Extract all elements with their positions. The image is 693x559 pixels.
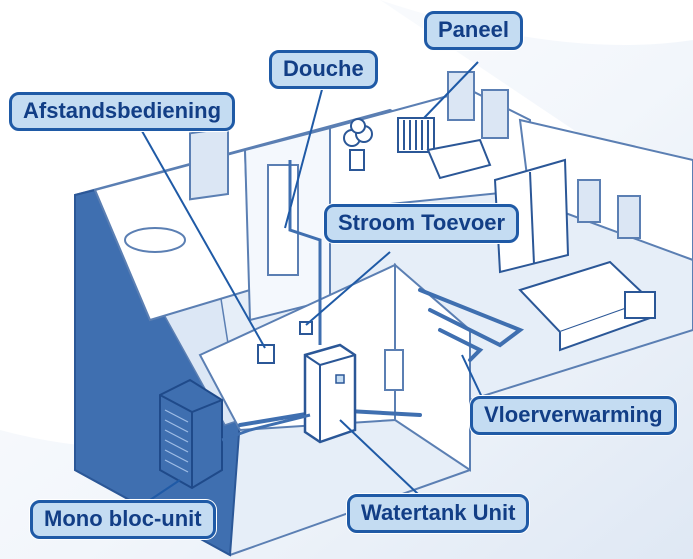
pointer-douche xyxy=(284,81,325,229)
bedroom-window-2 xyxy=(617,195,641,239)
power-supply-outlet xyxy=(299,321,313,335)
label-afstandsbediening: Afstandsbediening xyxy=(9,92,236,131)
pointer-afstandsbediening xyxy=(137,123,266,349)
label-watertank-unit: Watertank Unit xyxy=(347,494,530,533)
mono-bloc-outdoor-unit xyxy=(159,378,223,490)
living-room-window-2 xyxy=(481,89,509,139)
label-douche: Douche xyxy=(269,50,378,89)
outdoor-unit-pipe xyxy=(221,413,311,442)
living-room-sofa xyxy=(426,138,492,180)
potted-plant xyxy=(343,118,373,171)
pointer-paneel xyxy=(423,61,479,119)
pointer-mono-bloc-unit xyxy=(149,479,181,501)
remote-control-unit xyxy=(257,344,275,364)
bathroom-window xyxy=(189,126,229,201)
utility-cabinet xyxy=(384,349,404,391)
water-tank-unit xyxy=(303,343,357,444)
label-stroom-toevoer: Stroom Toevoer xyxy=(324,204,520,243)
radiator-panel xyxy=(397,117,435,153)
nightstand xyxy=(624,291,656,319)
label-mono-bloc-unit: Mono bloc-unit xyxy=(30,500,216,539)
label-paneel: Paneel xyxy=(424,11,523,50)
bedroom-window-1 xyxy=(577,179,601,223)
shower-door xyxy=(267,164,299,276)
pointer-stroom-toevoer xyxy=(305,251,391,326)
supply-pipe xyxy=(288,160,322,345)
bathroom-sink xyxy=(124,227,186,253)
pointer-watertank-unit xyxy=(339,419,419,495)
label-vloerverwarming: Vloerverwarming xyxy=(470,396,677,435)
